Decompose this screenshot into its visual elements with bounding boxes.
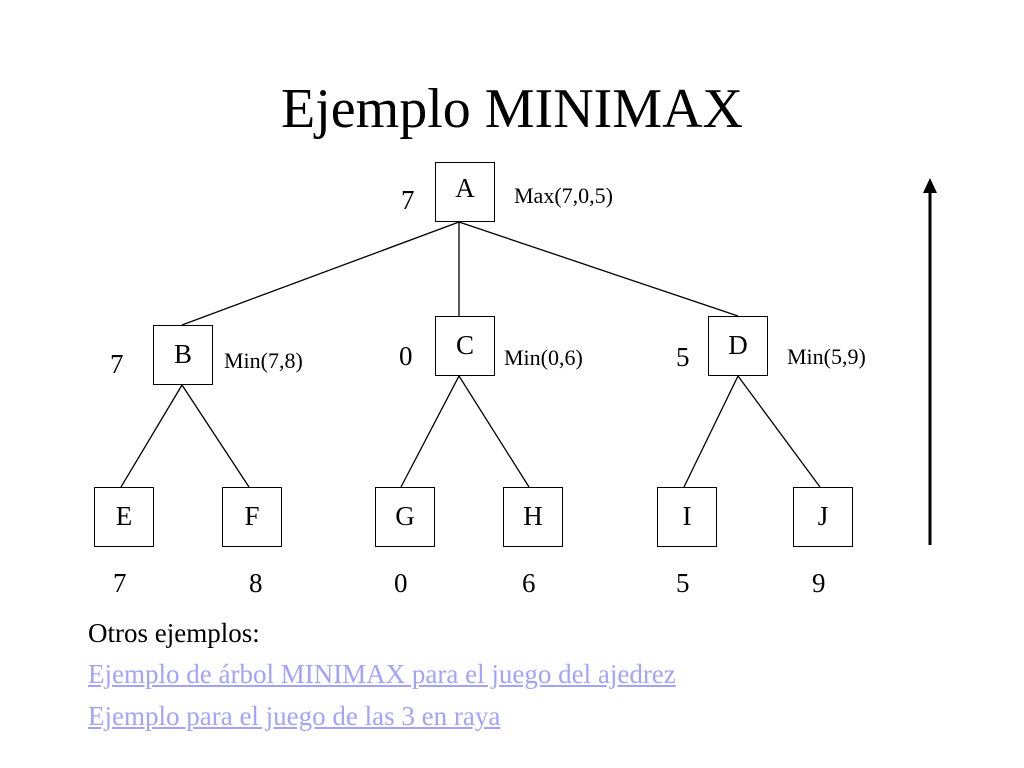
node-d-label: D <box>728 330 748 360</box>
edge-c-h <box>458 375 530 488</box>
node-g-label: G <box>395 501 415 531</box>
node-f: F <box>222 487 282 547</box>
node-g: G <box>375 487 435 547</box>
node-h: H <box>503 487 563 547</box>
node-c-label: C <box>455 330 474 360</box>
chess-minimax-link[interactable]: Ejemplo de árbol MINIMAX para el juego d… <box>88 659 676 689</box>
node-a-value: 7 <box>401 185 415 215</box>
node-i: I <box>657 487 717 547</box>
node-b-value: 7 <box>110 349 124 379</box>
edge-a-d <box>458 221 739 317</box>
tic-tac-toe-link[interactable]: Ejemplo para el juego de las 3 en raya <box>88 701 501 731</box>
node-d: D <box>708 316 768 376</box>
edge-b-f <box>181 384 250 488</box>
node-c-expression: Min(0,6) <box>504 345 583 370</box>
node-f-value: 8 <box>249 568 263 598</box>
node-e-label: E <box>115 501 133 531</box>
node-i-label: I <box>682 501 692 531</box>
node-a-label: A <box>455 173 475 203</box>
other-examples-heading: Otros ejemplos: <box>88 618 260 648</box>
node-j: J <box>793 487 853 547</box>
node-c-value: 0 <box>399 341 413 371</box>
node-d-expression: Min(5,9) <box>787 344 866 369</box>
node-a-expression: Max(7,0,5) <box>514 183 613 208</box>
node-g-value: 0 <box>394 568 408 598</box>
node-f-label: F <box>244 501 260 531</box>
node-a: A <box>435 162 495 222</box>
edge-c-g <box>400 375 460 488</box>
node-c: C <box>435 316 495 376</box>
edge-d-i <box>683 375 739 488</box>
node-h-value: 6 <box>522 568 536 598</box>
node-j-label: J <box>817 501 829 531</box>
node-b-expression: Min(7,8) <box>224 348 303 373</box>
page-title: Ejemplo MINIMAX <box>281 78 743 140</box>
node-e-value: 7 <box>113 568 127 598</box>
node-j-value: 9 <box>812 568 826 598</box>
node-h-label: H <box>523 501 543 531</box>
edge-b-e <box>120 384 183 488</box>
node-i-value: 5 <box>676 568 690 598</box>
node-e: E <box>94 487 154 547</box>
edge-a-b <box>181 221 460 326</box>
node-b-label: B <box>173 339 192 369</box>
node-d-value: 5 <box>676 342 690 372</box>
upward-arrow-icon <box>923 178 937 545</box>
edge-d-j <box>737 375 821 488</box>
node-b: B <box>153 325 213 385</box>
